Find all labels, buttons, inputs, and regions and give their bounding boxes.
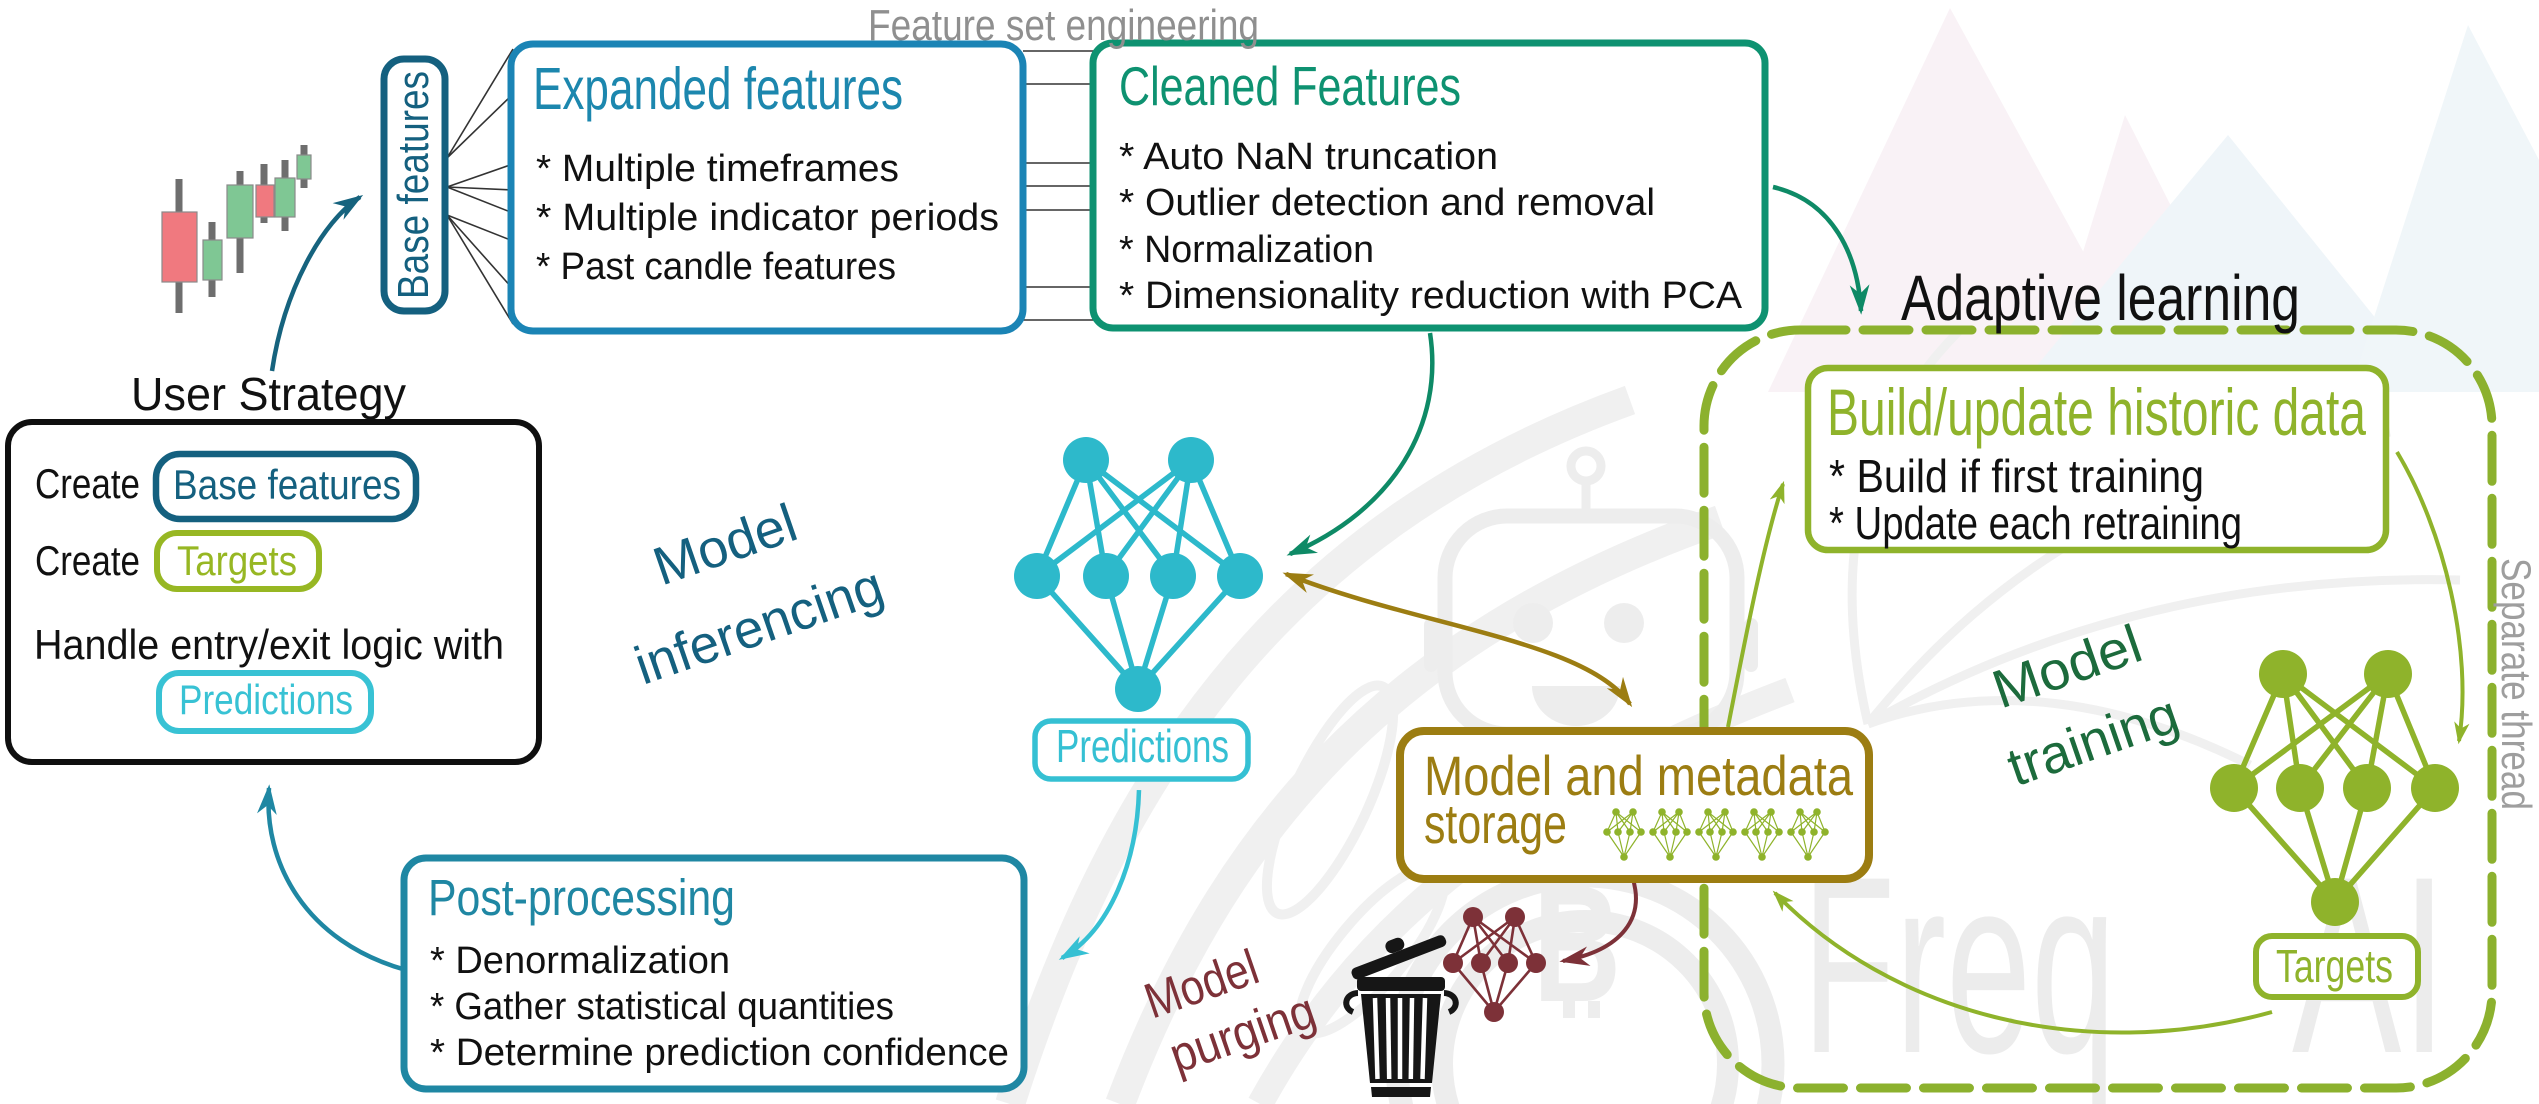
svg-text:* Multiple indicator periods: * Multiple indicator periods <box>536 197 999 239</box>
svg-text:Predictions: Predictions <box>1056 720 1229 772</box>
svg-text:Cleaned Features: Cleaned Features <box>1119 55 1461 117</box>
svg-text:Expanded features: Expanded features <box>533 56 903 122</box>
svg-text:Create: Create <box>35 460 140 507</box>
svg-text:* Determine prediction confide: * Determine prediction confidence <box>430 1032 1009 1074</box>
svg-text:* Denormalization: * Denormalization <box>430 940 730 982</box>
svg-text:* Normalization: * Normalization <box>1119 229 1374 271</box>
svg-text:Post-processing: Post-processing <box>428 869 735 926</box>
svg-text:Build/update historic data: Build/update historic data <box>1827 375 2366 449</box>
svg-text:Targets: Targets <box>2276 940 2393 992</box>
svg-text:Adaptive learning: Adaptive learning <box>1901 262 2300 334</box>
svg-text:* Auto NaN truncation: * Auto NaN truncation <box>1119 136 1498 178</box>
svg-text:* Past candle features: * Past candle features <box>536 246 896 288</box>
svg-text:Targets: Targets <box>177 537 297 584</box>
svg-text:* Update each retraining: * Update each retraining <box>1829 497 2242 549</box>
svg-text:storage: storage <box>1424 792 1567 855</box>
svg-text:Predictions: Predictions <box>179 676 353 723</box>
svg-text:Base features: Base features <box>173 461 401 508</box>
svg-text:User Strategy: User Strategy <box>131 368 406 420</box>
svg-text:Base features: Base features <box>389 71 438 299</box>
svg-text:* Build if first training: * Build if first training <box>1829 450 2204 502</box>
svg-text:Separate thread: Separate thread <box>2493 558 2539 810</box>
svg-text:* Gather statistical quantitie: * Gather statistical quantities <box>430 986 894 1028</box>
svg-text:Feature set engineering: Feature set engineering <box>868 1 1259 50</box>
svg-text:Model and metadata: Model and metadata <box>1424 744 1854 807</box>
svg-text:* Dimensionality reduction wit: * Dimensionality reduction with PCA <box>1119 275 1743 317</box>
svg-text:Create: Create <box>35 537 140 584</box>
svg-text:Model: Model <box>646 493 805 598</box>
svg-text:Handle entry/exit logic with: Handle entry/exit logic with <box>34 621 504 668</box>
svg-text:* Multiple timeframes: * Multiple timeframes <box>536 148 899 190</box>
svg-text:* Outlier detection and remova: * Outlier detection and removal <box>1119 182 1655 224</box>
